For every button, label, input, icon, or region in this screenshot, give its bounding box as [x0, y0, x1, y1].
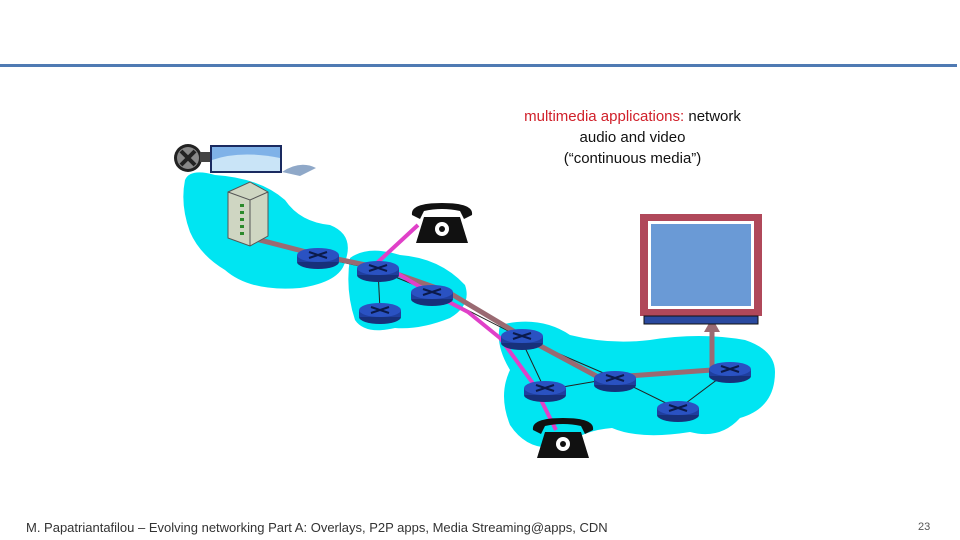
callout-line-3: (“continuous media”) [563, 150, 702, 167]
television-icon [640, 214, 762, 325]
media-server-icon [227, 181, 269, 247]
callout-line-2: audio and video [579, 129, 686, 146]
router-icon [500, 328, 544, 351]
router-icon [410, 284, 454, 307]
router-icon [523, 380, 567, 403]
router-icon [296, 247, 340, 270]
callout-line-1-rest: network [684, 108, 741, 125]
callout-line-1: multimedia applications: network [500, 106, 765, 127]
top-rule [0, 64, 957, 67]
video-frame-icon [210, 145, 316, 176]
callout-highlight: multimedia applications: [524, 108, 685, 125]
router-icon [356, 260, 400, 283]
callout-text: multimedia applications: network audio a… [500, 106, 765, 169]
router-icon [708, 361, 752, 384]
video-stream-arrowhead [704, 318, 720, 332]
router-icon [656, 400, 700, 423]
film-reel-icon [174, 144, 212, 172]
slide-footer: M. Papatriantafilou – Evolving networkin… [26, 520, 608, 535]
page-number: 23 [918, 521, 931, 533]
network-cloud-right [498, 321, 775, 448]
telephone-icon [411, 203, 473, 243]
router-icon [593, 370, 637, 393]
router-icon [358, 302, 402, 325]
